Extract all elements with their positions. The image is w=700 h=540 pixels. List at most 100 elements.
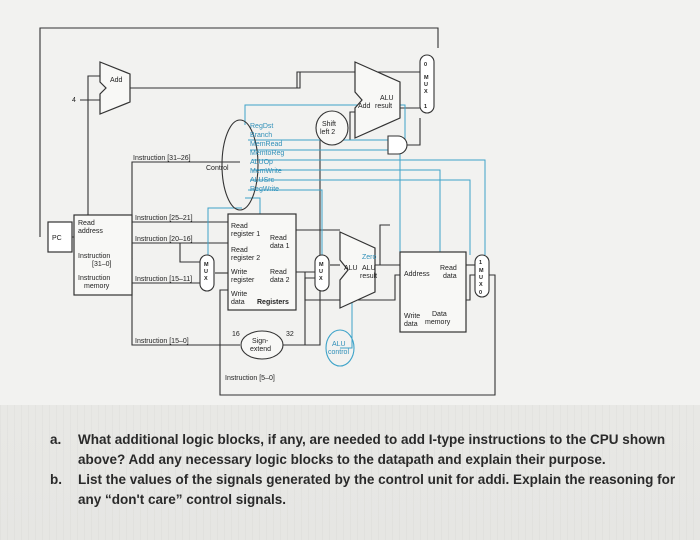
alu-label: ALU [344, 265, 358, 272]
alusrc-signal: ALUSrc [250, 177, 275, 184]
diagram-background [0, 0, 700, 405]
instruction-memory-label-2: memory [84, 283, 110, 290]
instr-15-0-label: Instruction [15–0] [135, 338, 189, 345]
data-memory-label-2: memory [425, 319, 451, 326]
address-label: Address [404, 271, 430, 278]
mux-letter: U [479, 275, 483, 281]
width-32-label: 32 [286, 331, 294, 338]
mux-letter: X [204, 276, 208, 282]
mux-letter: X [319, 276, 323, 282]
mux-input-label: 1 [479, 260, 482, 266]
sign-extend-label-2: extend [250, 346, 271, 353]
mux-letter: X [479, 282, 483, 288]
mux-input-label: 0 [424, 62, 427, 68]
write-data-label-2: data [231, 299, 245, 306]
read-address-label-2: address [78, 228, 103, 235]
width-16-label: 16 [232, 331, 240, 338]
read-data-2-label: Read [270, 269, 287, 276]
aluop-signal: ALUOp [250, 159, 273, 166]
instr-15-11-label: Instruction [15–11] [135, 276, 192, 283]
pc-adder-label: Add [110, 77, 123, 84]
memory-write-data-label-2: data [404, 321, 418, 328]
read-data-label: Read [440, 265, 457, 272]
mux-letter: M [204, 262, 209, 268]
question-a: a. What additional logic blocks, if any,… [50, 430, 695, 470]
memread-signal: MemRead [250, 141, 282, 148]
read-data-1-label: Read [270, 235, 287, 242]
alu-result-label-2: result [360, 273, 377, 280]
branch-and-gate [387, 135, 408, 155]
pc-label: PC [52, 235, 62, 242]
alu-result-label: ALU [362, 265, 376, 272]
registers-label: Registers [257, 299, 289, 306]
mux-alusrc [314, 254, 330, 292]
read-address-label: Read [78, 220, 95, 227]
shift-label: Shift [322, 121, 336, 128]
memwrite-signal: MemWrite [250, 168, 282, 175]
instruction-memory [73, 214, 133, 296]
mux-write-register [199, 254, 215, 292]
write-register-label-2: register [231, 277, 255, 284]
shift-label-2: left 2 [320, 129, 335, 136]
instr-20-16-label: Instruction [20–16] [135, 236, 193, 243]
mux-letter: M [479, 268, 484, 274]
memtoreg-signal: MemtoReg [250, 150, 284, 157]
control-unit [221, 119, 259, 211]
mux-letter: M [319, 262, 324, 268]
write-data-label: Write [231, 291, 247, 298]
branch-signal: Branch [250, 132, 272, 139]
read-register-1-label-2: register 1 [231, 231, 260, 238]
mux-input-label: 1 [424, 104, 427, 110]
data-memory [399, 251, 467, 333]
mux-letter: M [424, 75, 429, 81]
instr-25-21-label: Instruction [25–21] [135, 215, 193, 222]
datapath-diagram: PC Read address Instruction [31–0] Instr… [0, 0, 700, 405]
register-file [227, 213, 297, 311]
question-list: a. What additional logic blocks, if any,… [50, 430, 695, 510]
regdst-signal: RegDst [250, 123, 273, 130]
question-a-text: What additional logic blocks, if any, ar… [78, 432, 666, 467]
mux-pcsrc [419, 54, 435, 114]
read-register-2-label-2: register 2 [231, 255, 260, 262]
question-b: b. List the values of the signals genera… [50, 470, 695, 510]
instruction-memory-label: Instruction [78, 275, 110, 282]
mux-input-label: 0 [479, 290, 482, 296]
read-data-label-2: data [443, 273, 457, 280]
instruction-range-label: [31–0] [92, 261, 112, 268]
branch-adder [354, 61, 401, 139]
branch-adder-result-label: ALU [380, 95, 394, 102]
alu-control-unit [325, 329, 355, 367]
instruction-output-label: Instruction [78, 253, 110, 260]
pc-adder [99, 61, 131, 115]
mux-letter: X [424, 89, 428, 95]
mux-letter: U [204, 269, 208, 275]
main-alu [339, 231, 376, 309]
question-a-letter: a. [50, 432, 62, 447]
memory-write-data-label: Write [404, 313, 420, 320]
datapath-wires [39, 27, 496, 396]
read-data-1-label-2: data 1 [270, 243, 290, 250]
branch-adder-label: Add [358, 103, 371, 110]
mux-letter: U [424, 82, 428, 88]
question-b-text: List the values of the signals generated… [78, 472, 676, 507]
instr-31-26-label: Instruction [31–26] [133, 155, 191, 162]
alu-control-label-2: control [328, 349, 349, 356]
zero-label: Zero [362, 254, 377, 261]
read-data-2-label-2: data 2 [270, 277, 290, 284]
sign-extend-unit [240, 330, 284, 360]
mux-memtoreg [474, 254, 490, 298]
write-register-label: Write [231, 269, 247, 276]
pc-register [47, 221, 73, 253]
question-b-letter: b. [50, 472, 62, 487]
alu-control-label: ALU [332, 341, 346, 348]
branch-adder-result-label-2: result [375, 103, 392, 110]
read-register-2-label: Read [231, 247, 248, 254]
control-label: Control [206, 165, 229, 172]
constant-four-label: 4 [72, 97, 76, 104]
mux-letter: U [319, 269, 323, 275]
instr-5-0-label: Instruction [5–0] [225, 375, 275, 382]
sign-extend-label: Sign- [252, 338, 269, 345]
control-signals: RegDst Branch MemRead MemtoReg ALUOp Mem… [250, 123, 284, 193]
read-register-1-label: Read [231, 223, 248, 230]
